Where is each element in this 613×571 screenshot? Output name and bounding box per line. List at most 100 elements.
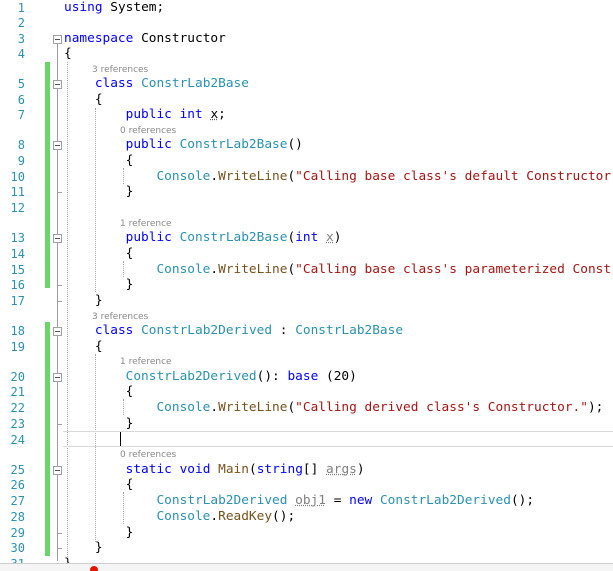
indent-guide	[123, 168, 124, 184]
code-line[interactable]: {	[64, 153, 134, 169]
keyword: int	[295, 230, 319, 245]
codelens-references[interactable]: 0 references	[120, 126, 177, 136]
code-line[interactable]: {	[64, 46, 72, 62]
code-line[interactable]: ConstrLab2Derived obj1 = new ConstrLab2D…	[64, 493, 534, 509]
brace: {	[64, 46, 72, 61]
code-line[interactable]: }	[64, 540, 103, 556]
code-line[interactable]: {	[64, 92, 103, 108]
punctuation: (	[287, 169, 296, 184]
punctuation: )	[356, 462, 365, 477]
keyword: public	[125, 230, 172, 245]
punctuation: (	[248, 462, 257, 477]
code-line[interactable]: Console.WriteLine("Calling derived class…	[64, 400, 603, 416]
collapse-icon[interactable]	[53, 466, 62, 475]
brace: {	[94, 339, 103, 354]
indent-guide	[95, 108, 96, 292]
brace: {	[125, 153, 134, 168]
method-name: ReadKey	[218, 509, 273, 524]
code-line[interactable]: Console.WriteLine("Calling base class's …	[64, 262, 613, 278]
line-number: 3	[17, 32, 25, 46]
type-name: Console	[156, 262, 211, 277]
code-line[interactable]: {	[64, 339, 103, 355]
keyword: void	[179, 462, 211, 477]
line-number: 17	[10, 294, 25, 308]
line-number: 2	[17, 16, 25, 30]
codelens-references[interactable]: 3 references	[92, 65, 149, 75]
code-line[interactable]: {	[64, 384, 134, 400]
codelens-references[interactable]: 0 references	[120, 450, 177, 460]
code-line[interactable]: Console.ReadKey();	[64, 509, 295, 525]
collapse-icon[interactable]	[53, 234, 62, 243]
text-caret	[120, 432, 121, 446]
punctuation: ():	[256, 369, 288, 384]
collapse-icon[interactable]	[53, 35, 62, 44]
keyword: namespace	[64, 31, 134, 46]
punctuation: (	[287, 400, 296, 415]
punctuation: (20)	[318, 369, 357, 384]
field-name: x	[210, 107, 219, 122]
codelens-references[interactable]: 1 reference	[120, 357, 172, 367]
line-number: 25	[10, 463, 25, 477]
code-line[interactable]: class ConstrLab2Derived : ConstrLab2Base	[64, 323, 403, 339]
punctuation: )	[333, 230, 342, 245]
code-line[interactable]: }	[64, 184, 134, 200]
code-line[interactable]: {	[64, 246, 134, 262]
code-line[interactable]: namespace Constructor	[64, 31, 226, 47]
line-number: 30	[10, 541, 25, 555]
line-number: 4	[17, 47, 25, 61]
code-line[interactable]: }	[64, 525, 134, 541]
punctuation: :	[272, 323, 296, 338]
code-line[interactable]: }	[64, 416, 134, 432]
type-name: Console	[156, 509, 211, 524]
change-indicator-bar	[45, 62, 50, 288]
code-line[interactable]: public int x;	[64, 107, 226, 123]
collapse-icon[interactable]	[53, 373, 62, 382]
code-line[interactable]: public ConstrLab2Base()	[64, 137, 303, 153]
error-indicator-icon[interactable]	[90, 566, 98, 571]
punctuation: ();	[510, 493, 535, 508]
code-line[interactable]: public ConstrLab2Base(int x)	[64, 230, 342, 246]
type-name: ConstrLab2Derived	[156, 493, 288, 508]
outline-end-marker	[57, 301, 62, 302]
collapse-icon[interactable]	[53, 327, 62, 336]
keyword: new	[349, 493, 373, 508]
code-line[interactable]: }	[64, 277, 134, 293]
code-line[interactable]: Console.WriteLine("Calling base class's …	[64, 169, 613, 185]
code-line[interactable]: static void Main(string[] args)	[64, 462, 365, 478]
code-line[interactable]: {	[64, 477, 134, 493]
line-number: 7	[17, 108, 25, 122]
keyword: int	[179, 107, 203, 122]
parameter-name: x	[326, 230, 334, 245]
code-line[interactable]: class ConstrLab2Base	[64, 76, 249, 92]
line-number: 8	[17, 138, 25, 152]
line-number: 23	[10, 417, 25, 431]
line-number: 14	[10, 247, 25, 261]
outline-end-marker	[57, 533, 62, 534]
brace: }	[94, 540, 103, 555]
brace: {	[125, 246, 134, 261]
method-name: WriteLine	[218, 400, 288, 415]
line-number: 12	[10, 201, 25, 215]
codelens-references[interactable]: 3 references	[92, 312, 149, 322]
line-number: 1	[17, 1, 25, 15]
punctuation: =	[325, 493, 350, 508]
constructor-name: ConstrLab2Base	[179, 137, 288, 152]
outline-end-marker	[57, 192, 62, 193]
line-number: 10	[10, 170, 25, 184]
line-number: 15	[10, 263, 25, 277]
code-line[interactable]: }	[64, 293, 103, 309]
keyword: base	[287, 369, 319, 384]
indent-guide	[123, 399, 124, 415]
punctuation: (	[287, 230, 296, 245]
collapse-icon[interactable]	[53, 80, 62, 89]
codelens-references[interactable]: 1 reference	[120, 219, 172, 229]
line-number: 9	[17, 154, 25, 168]
punctuation: .	[210, 400, 219, 415]
line-number: 5	[17, 77, 25, 91]
brace: }	[125, 184, 134, 199]
constructor-name: ConstrLab2Derived	[379, 493, 511, 508]
code-line[interactable]: ConstrLab2Derived(): base (20)	[64, 369, 357, 385]
code-line[interactable]: using System;	[64, 0, 164, 16]
collapse-icon[interactable]	[53, 141, 62, 150]
